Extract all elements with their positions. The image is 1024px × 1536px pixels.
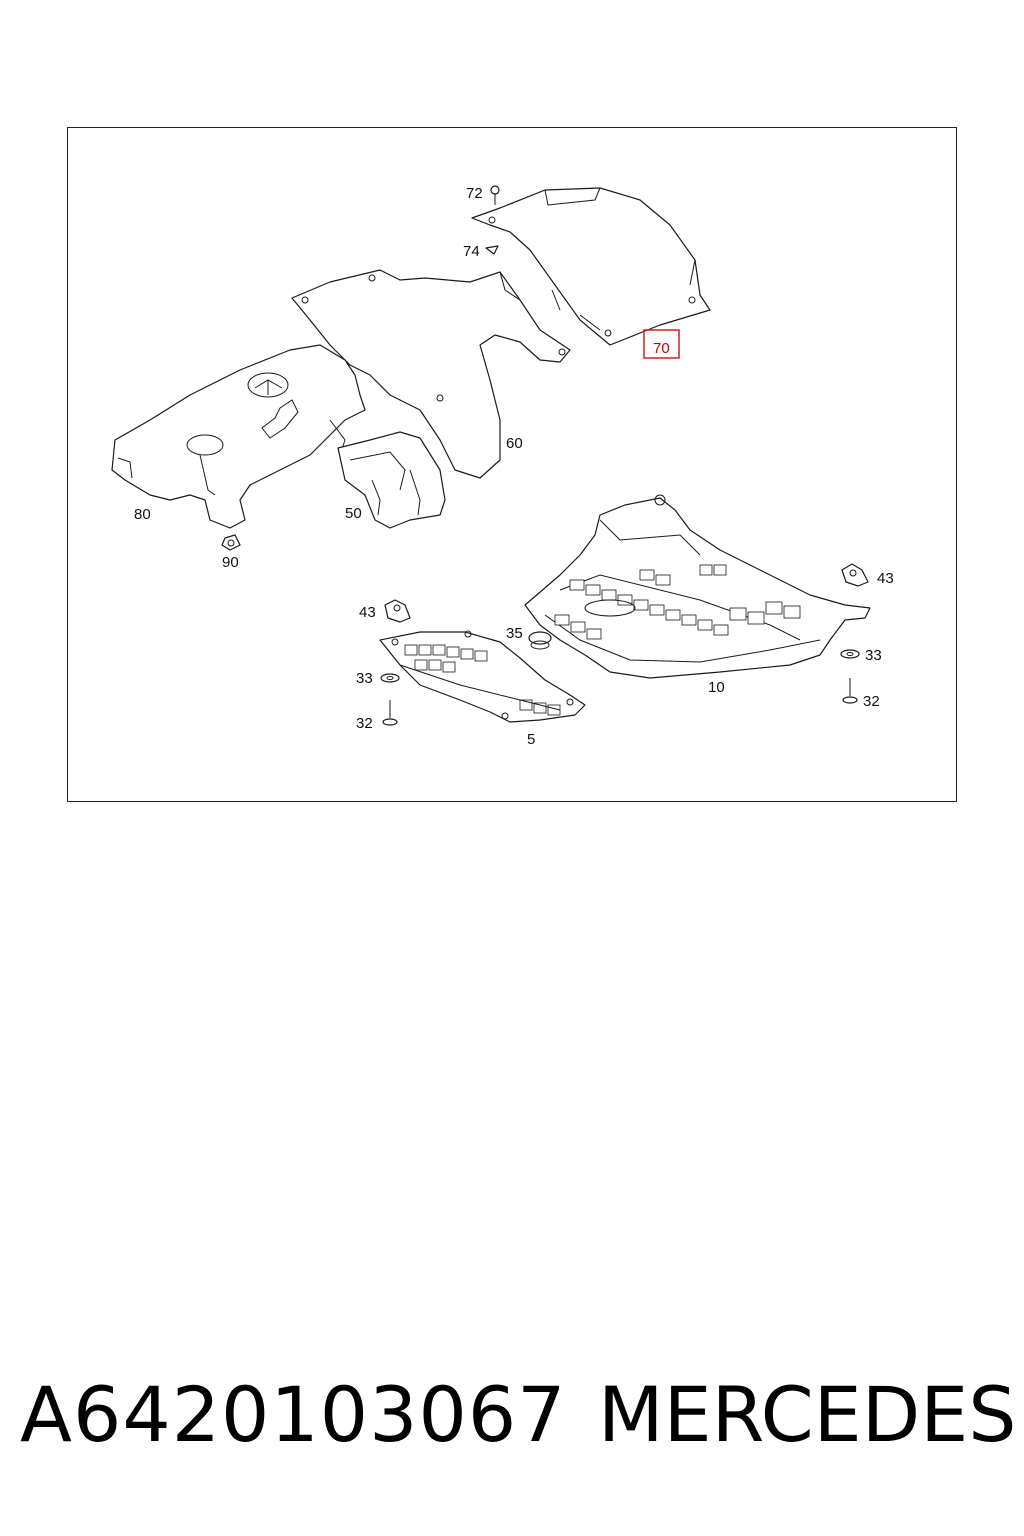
callout-60: 60: [506, 435, 523, 452]
washer-33-right: [840, 649, 860, 659]
callout-80: 80: [134, 506, 151, 523]
callout-74: 74: [463, 243, 480, 260]
bolt-32-left: [382, 700, 398, 726]
brand-name: MERCEDES: [598, 1370, 1017, 1459]
callout-32-left: 32: [356, 715, 373, 732]
part-number: A6420103067: [20, 1370, 567, 1459]
callout-43-right: 43: [877, 570, 894, 587]
skid-plate-5-rib-grid: [404, 644, 561, 716]
diagram-frame: [67, 127, 957, 802]
callout-33-right: 33: [865, 647, 882, 664]
callout-90: 90: [222, 554, 239, 571]
callout-10: 10: [708, 679, 725, 696]
callout-72: 72: [466, 185, 483, 202]
fastener-43-clip-right: [841, 563, 869, 587]
part-70-cover: [471, 187, 711, 346]
footer-caption: A6420103067 MERCEDES: [20, 1370, 1016, 1480]
callout-43-left: 43: [359, 604, 376, 621]
callout-50: 50: [345, 505, 362, 522]
part-50-bracket: [337, 431, 446, 529]
fastener-74-clip: [485, 245, 499, 255]
callout-35: 35: [506, 625, 523, 642]
callout-32-right: 32: [863, 693, 880, 710]
fastener-43-clip-left: [384, 599, 411, 623]
washer-33-left: [380, 673, 400, 683]
callout-70-highlight-box: [643, 329, 680, 359]
part-10-underbody-shield: [524, 494, 871, 679]
part-35-grommet: [528, 631, 552, 650]
part-60-panel: [291, 269, 571, 479]
parts-diagram: 72 74 70 60 80 50 90 43 43 35 33 33 32 3…: [111, 185, 894, 748]
part-80-engine-cover: [111, 344, 366, 529]
callout-70: 70: [653, 340, 670, 357]
callout-5: 5: [527, 731, 535, 748]
callout-33-left: 33: [356, 670, 373, 687]
bolt-32-right: [842, 678, 858, 704]
fastener-72-screw: [490, 185, 500, 205]
part-90-nut: [221, 534, 241, 551]
part-5-skid-plate: [379, 630, 586, 723]
